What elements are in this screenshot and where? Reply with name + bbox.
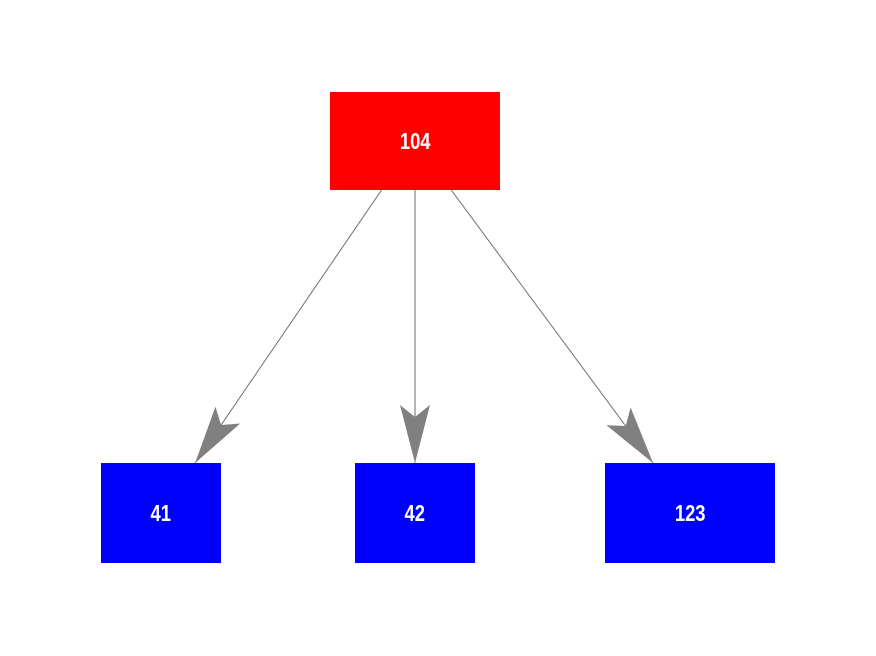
edge-line-104-to-41 [194,140,416,464]
edge-arrowhead-104-to-123 [606,407,654,463]
node-label: 41 [150,499,172,526]
node-label: 104 [399,127,431,154]
graph-node-41[interactable]: 41 [101,463,221,563]
graph-node-123[interactable]: 123 [605,463,775,563]
edge-arrowhead-104-to-41 [195,406,241,463]
graph-node-104[interactable]: 104 [330,92,500,190]
edge-arrowhead-104-to-42 [400,405,430,463]
graph-node-42[interactable]: 42 [355,463,475,563]
edge-line-104-to-123 [414,140,654,464]
node-label: 42 [404,499,426,526]
node-label: 123 [674,499,706,526]
